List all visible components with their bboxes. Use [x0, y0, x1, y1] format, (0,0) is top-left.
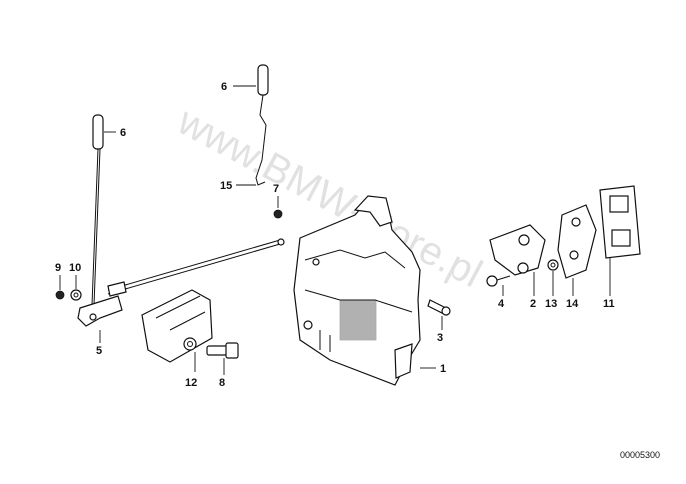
lock-rod-left — [91, 114, 104, 306]
callout-9: 9 — [55, 262, 61, 274]
callout-15: 15 — [220, 180, 232, 192]
lock-rod-upper — [255, 64, 269, 186]
callout-14: 14 — [566, 298, 579, 310]
callout-10: 10 — [69, 262, 81, 274]
screw-part-3 — [427, 299, 451, 316]
callout-5: 5 — [96, 345, 102, 357]
callout-3: 3 — [437, 332, 443, 344]
callout-4: 4 — [498, 298, 505, 310]
plate-part-14 — [557, 204, 597, 279]
actuator-housing — [141, 289, 213, 363]
callout-6-left: 6 — [120, 127, 126, 139]
callout-1: 1 — [440, 363, 446, 375]
washer-part-10 — [70, 289, 82, 301]
callout-8: 8 — [219, 377, 225, 389]
connecting-rod — [107, 238, 285, 295]
screw-part-7 — [273, 209, 283, 219]
bolt-part-8 — [206, 342, 239, 359]
callout-13: 13 — [545, 298, 557, 310]
lever-bracket — [77, 281, 127, 327]
screw-part-4 — [486, 275, 511, 287]
callout-7: 7 — [273, 183, 279, 195]
washer-part-13 — [547, 259, 559, 271]
leader-lines — [59, 85, 611, 375]
striker-part-2 — [489, 224, 546, 276]
callout-2: 2 — [530, 298, 536, 310]
callout-12: 12 — [185, 377, 197, 389]
callout-11: 11 — [603, 298, 615, 310]
diagram-reference-number: 00005300 — [620, 450, 660, 460]
callout-6-upper: 6 — [221, 81, 227, 93]
door-lock-body — [293, 195, 421, 386]
nut-part-9 — [55, 290, 65, 300]
tapping-plate-part-11 — [599, 185, 641, 259]
